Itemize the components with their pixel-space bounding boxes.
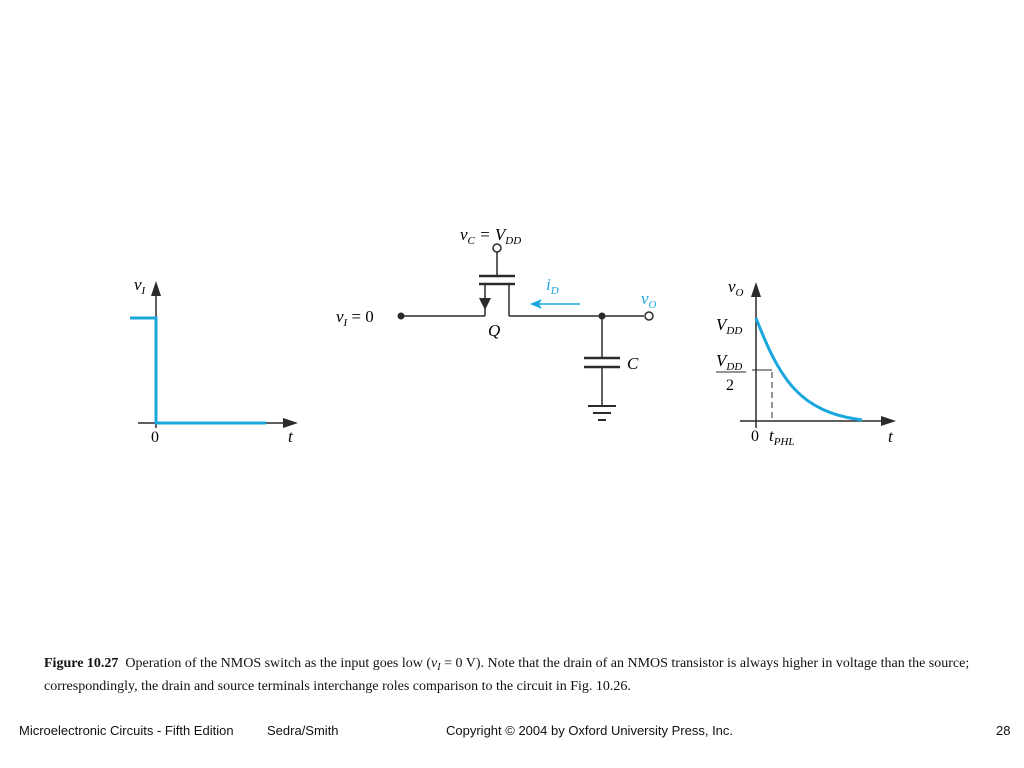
footer-page-number: 28: [996, 723, 1011, 738]
caption-variable-sub: I: [437, 662, 441, 673]
output-terminal: [644, 311, 654, 321]
caption-text-before: Operation of the NMOS switch as the inpu…: [125, 656, 432, 671]
gate-voltage-label: vC = VDD: [460, 225, 521, 247]
left-y-label: vI: [134, 275, 147, 297]
footer-book-title: Microelectronic Circuits - Fifth Edition: [19, 723, 234, 738]
figure-number: Figure 10.27: [44, 656, 119, 671]
tphl-label: tPHL: [769, 426, 795, 448]
gate-terminal: [492, 243, 502, 253]
right-origin-label: 0: [751, 428, 759, 445]
output-waveform-plot: vO VDD VDD 2 0 tPHL t: [716, 277, 896, 448]
half-vdd-numerator: VDD: [716, 351, 742, 373]
transistor-label: Q: [488, 321, 500, 340]
left-origin-label: 0: [151, 429, 159, 446]
left-x-axis-arrow: [283, 418, 298, 428]
caption-text-after: = 0 V). Note that the drain of an NMOS t…: [44, 656, 970, 694]
input-waveform-plot: vI t 0: [130, 275, 298, 446]
right-y-label: vO: [728, 277, 744, 299]
figure-caption: Figure 10.27 Operation of the NMOS switc…: [44, 654, 984, 696]
current-arrow-head: [530, 299, 542, 309]
right-y-axis-arrow: [751, 282, 761, 297]
half-vdd-denominator: 2: [726, 377, 734, 394]
left-x-label: t: [288, 427, 294, 446]
nmos-circuit: vC = VDD vI = 0 Q vO iD: [336, 225, 657, 421]
current-label: iD: [546, 275, 559, 297]
left-y-axis-arrow: [151, 281, 161, 296]
caption-variable: v: [431, 656, 438, 671]
vdd-label: VDD: [716, 315, 742, 337]
footer-authors: Sedra/Smith: [267, 723, 339, 738]
input-voltage-label: vI = 0: [336, 307, 374, 329]
output-discharge-curve: [754, 317, 863, 422]
source-arrow: [479, 298, 491, 310]
right-x-axis-arrow: [881, 416, 896, 426]
input-signal-trace: [130, 316, 266, 425]
capacitor-label: C: [627, 354, 639, 373]
output-voltage-label: vO: [641, 289, 657, 311]
right-x-label: t: [888, 427, 894, 446]
footer-copyright: Copyright © 2004 by Oxford University Pr…: [446, 723, 734, 738]
